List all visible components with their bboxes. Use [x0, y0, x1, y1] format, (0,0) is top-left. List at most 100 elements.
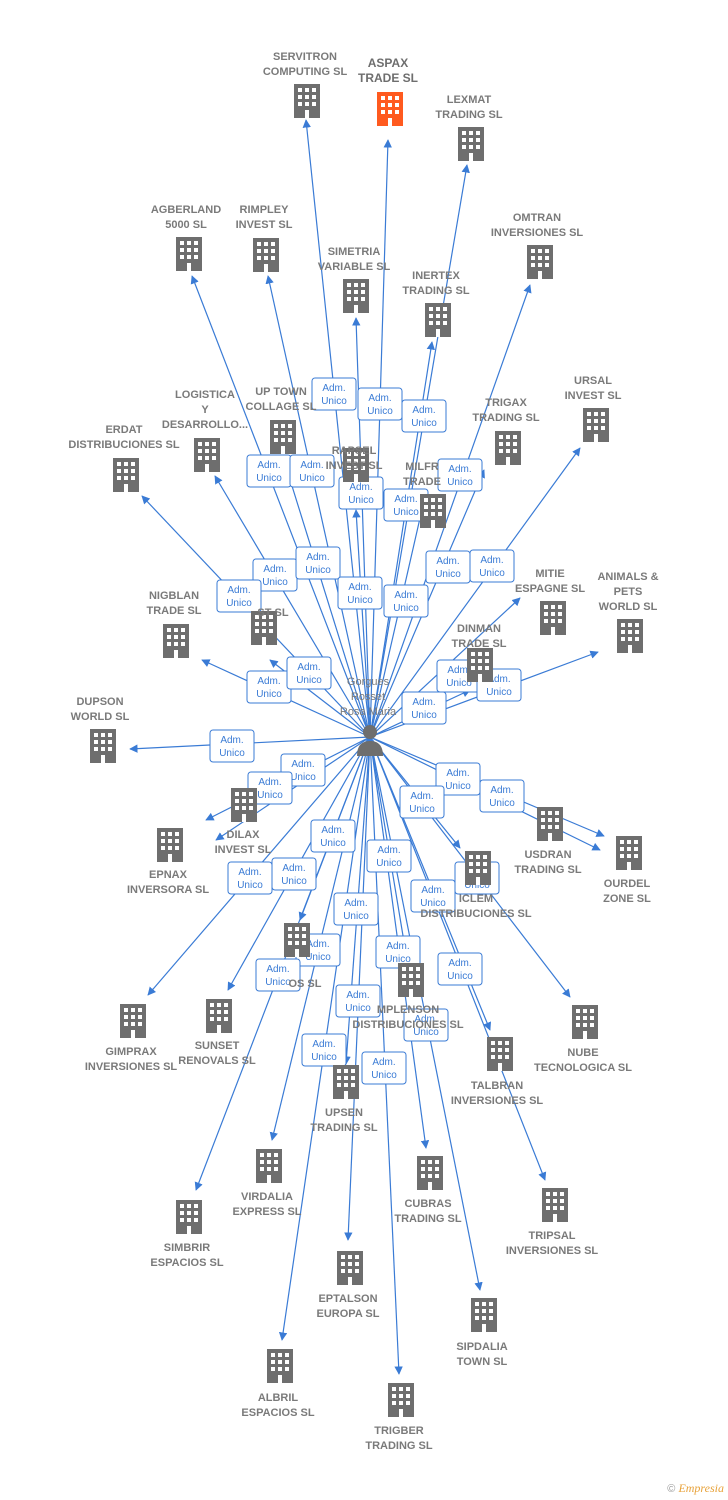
- company-label: GIMPRAX: [105, 1046, 157, 1058]
- role-badge-box: [479, 779, 525, 813]
- company-label: ZONE SL: [603, 893, 651, 905]
- company-label: INVERSIONES SL: [451, 1095, 544, 1107]
- role-badge-text: Unico: [256, 689, 282, 700]
- role-badge-dinman-trade-sl[interactable]: Adm.Unico: [401, 691, 447, 725]
- company-label: COLLAGE SL: [246, 401, 317, 413]
- role-badge-lexmat-trading-sl[interactable]: Adm.Unico: [401, 399, 447, 433]
- building-icon: [616, 836, 642, 870]
- company-label: SUNSET: [195, 1040, 240, 1052]
- edge-omtran-inversiones-sl: [369, 284, 532, 738]
- company-label: PETS: [614, 586, 643, 598]
- role-badge-sipdalia-town-sl[interactable]: Adm.Unico: [403, 1008, 449, 1042]
- role-badge-trigax-trading-sl[interactable]: Adm.Unico: [425, 550, 471, 584]
- building-icon: [540, 601, 566, 635]
- company-label: ALBRIL: [258, 1392, 299, 1404]
- role-badge-trigber-trading-sl[interactable]: Adm.Unico: [361, 1051, 407, 1085]
- role-badge-talbran-inversiones-sl[interactable]: Adm.Unico: [410, 879, 456, 913]
- role-badge-text: Unico: [447, 477, 473, 488]
- role-badge-ursal-invest-sl[interactable]: Adm.Unico: [469, 549, 515, 583]
- company-label: ESPACIOS SL: [150, 1257, 223, 1269]
- role-badge-rimpley-invest-sl[interactable]: Adm.Unico: [289, 454, 335, 488]
- role-badge-text: Adm.: [227, 585, 250, 596]
- role-badge-text: Unico: [347, 595, 373, 606]
- role-badge-cubras-trading-sl[interactable]: Adm.Unico: [375, 935, 421, 969]
- company-label: LEXMAT: [447, 94, 492, 106]
- role-badge-sunset-renovals-sl[interactable]: Adm.Unico: [271, 857, 317, 891]
- role-badge-milfr-trade[interactable]: Adm.Unico: [383, 584, 429, 618]
- role-badge-usdran-trading-sl[interactable]: Adm.Unico: [479, 779, 525, 813]
- role-badge-box: [301, 1033, 347, 1067]
- company-label: SERVITRON: [273, 51, 337, 63]
- role-badge-dupson-world-sl[interactable]: Adm.Unico: [209, 729, 255, 763]
- role-badge-omtran-inversiones-sl[interactable]: Adm.Unico: [437, 458, 483, 492]
- role-badge-servitron-computing-sl[interactable]: Adm.Unico: [311, 377, 357, 411]
- role-badge-agberland-5000-sl[interactable]: Adm.Unico: [246, 454, 292, 488]
- role-badge-mplenson-distribuciones-sl[interactable]: Adm.Unico: [366, 839, 412, 873]
- role-badge-st-sl[interactable]: Adm.Unico: [286, 656, 332, 690]
- role-badge-box: [337, 576, 383, 610]
- role-badge-iclem-distribuciones-sl[interactable]: Adm.Unico: [399, 785, 445, 819]
- role-badge-simbrir-espacios-sl[interactable]: Adm.Unico: [255, 958, 301, 992]
- company-node-st-sl[interactable]: ST SL: [251, 607, 289, 645]
- role-badge-nigblan-trade-sl[interactable]: Adm.Unico: [246, 670, 292, 704]
- role-badge-up-town-collage-sl[interactable]: Adm.Unico: [295, 546, 341, 580]
- brand-logo[interactable]: Empresia: [678, 1481, 724, 1495]
- role-badge-gimprax-inversiones-sl[interactable]: Adm.Unico: [227, 861, 273, 895]
- role-badge-os-sl[interactable]: Adm.Unico: [310, 819, 356, 853]
- company-node-logistica-y-desarrollo[interactable]: LOGISTICAYDESARROLLO...: [162, 389, 248, 472]
- role-badge-tripsal-inversiones-sl[interactable]: Adm.Unico: [437, 952, 483, 986]
- role-badge-text: Unico: [393, 507, 419, 518]
- role-badge-text: Adm.: [448, 958, 471, 969]
- role-badge-ourdel-zone-sl[interactable]: Adm.Unico: [435, 762, 481, 796]
- role-badge-albril-espacios-sl[interactable]: Adm.Unico: [301, 1033, 347, 1067]
- role-badge-erdat-distribuciones-sl[interactable]: Adm.Unico: [216, 579, 262, 613]
- role-badge-upsen-trading-sl[interactable]: Adm.Unico: [333, 892, 379, 926]
- company-node-os-sl[interactable]: OS SL: [284, 923, 322, 990]
- role-badge-rapsel-invest-sl[interactable]: Adm.Unico: [337, 576, 383, 610]
- role-badge-text: Adm.: [377, 845, 400, 856]
- building-icon: [537, 807, 563, 841]
- role-badge-aspax-trade-sl[interactable]: Adm.Unico: [357, 387, 403, 421]
- building-icon: [542, 1188, 568, 1222]
- role-badge-eptalson-europa-sl[interactable]: Adm.Unico: [335, 984, 381, 1018]
